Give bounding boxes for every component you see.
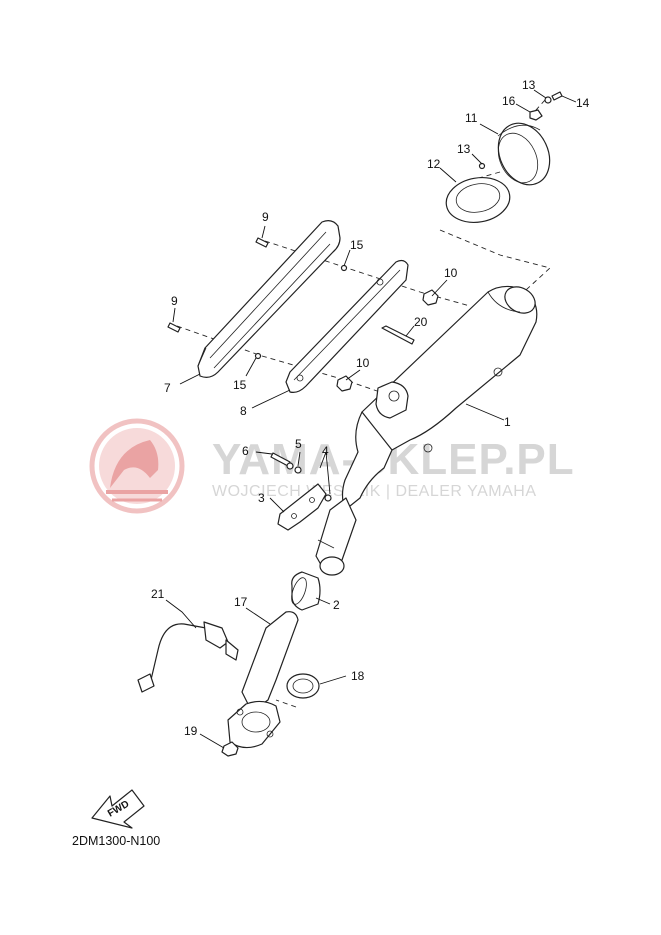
part-17-exhaust-pipe (227, 611, 299, 749)
callout-10-lower: 10 (356, 356, 370, 370)
callout-10-upper: 10 (444, 266, 458, 280)
callout-16: 16 (502, 94, 516, 108)
callout-3: 3 (258, 491, 265, 505)
part-1-muffler (341, 285, 538, 511)
callout-17: 17 (234, 595, 248, 609)
muffler-joint (315, 497, 357, 576)
callout-4: 4 (322, 444, 329, 458)
part-19-nut (221, 741, 239, 757)
callout-12: 12 (427, 157, 441, 171)
callout-13-upper: 13 (522, 78, 536, 92)
callout-6: 6 (242, 444, 249, 458)
part-7-outer-heat-shield (197, 220, 341, 378)
callout-2: 2 (333, 598, 340, 612)
callout-19: 19 (184, 724, 198, 738)
fwd-arrow-icon: FWD (91, 789, 145, 829)
callout-numbers: 1 2 3 4 5 6 7 8 9 9 10 10 11 12 13 13 14… (151, 78, 590, 738)
watermark-subtitle: WOJCIECH WESELIK | DEALER YAMAHA (212, 483, 537, 500)
callout-18: 18 (351, 669, 365, 683)
callout-21: 21 (151, 587, 165, 601)
watermark-logo (89, 418, 185, 514)
callout-9-lower: 9 (171, 294, 178, 308)
part-2-gasket (291, 571, 321, 611)
callout-15-lower: 15 (233, 378, 247, 392)
callout-20: 20 (414, 315, 428, 329)
part-21-o2-sensor (137, 621, 239, 693)
diagram-code: 2DM1300-N100 (72, 834, 160, 848)
part-8-inner-heat-shield (285, 259, 409, 393)
callout-15-upper: 15 (350, 238, 364, 252)
callout-7: 7 (164, 381, 171, 395)
callout-5: 5 (295, 437, 302, 451)
callout-1: 1 (504, 415, 511, 429)
callout-11: 11 (465, 111, 478, 125)
parts-4-5-6-hardware (270, 452, 332, 502)
watermark: YAMA-SKLEP.PL WOJCIECH WESELIK | DEALER … (89, 418, 574, 514)
part-3-bracket (277, 483, 327, 531)
part-12-inner-ring (445, 177, 511, 223)
part-11-end-cap (497, 122, 551, 186)
leader-lines (165, 89, 577, 749)
callout-9-upper: 9 (262, 210, 269, 224)
callout-14: 14 (576, 96, 590, 110)
callout-13-lower: 13 (457, 142, 471, 156)
part-18-gasket (286, 673, 320, 699)
callout-8: 8 (240, 404, 247, 418)
